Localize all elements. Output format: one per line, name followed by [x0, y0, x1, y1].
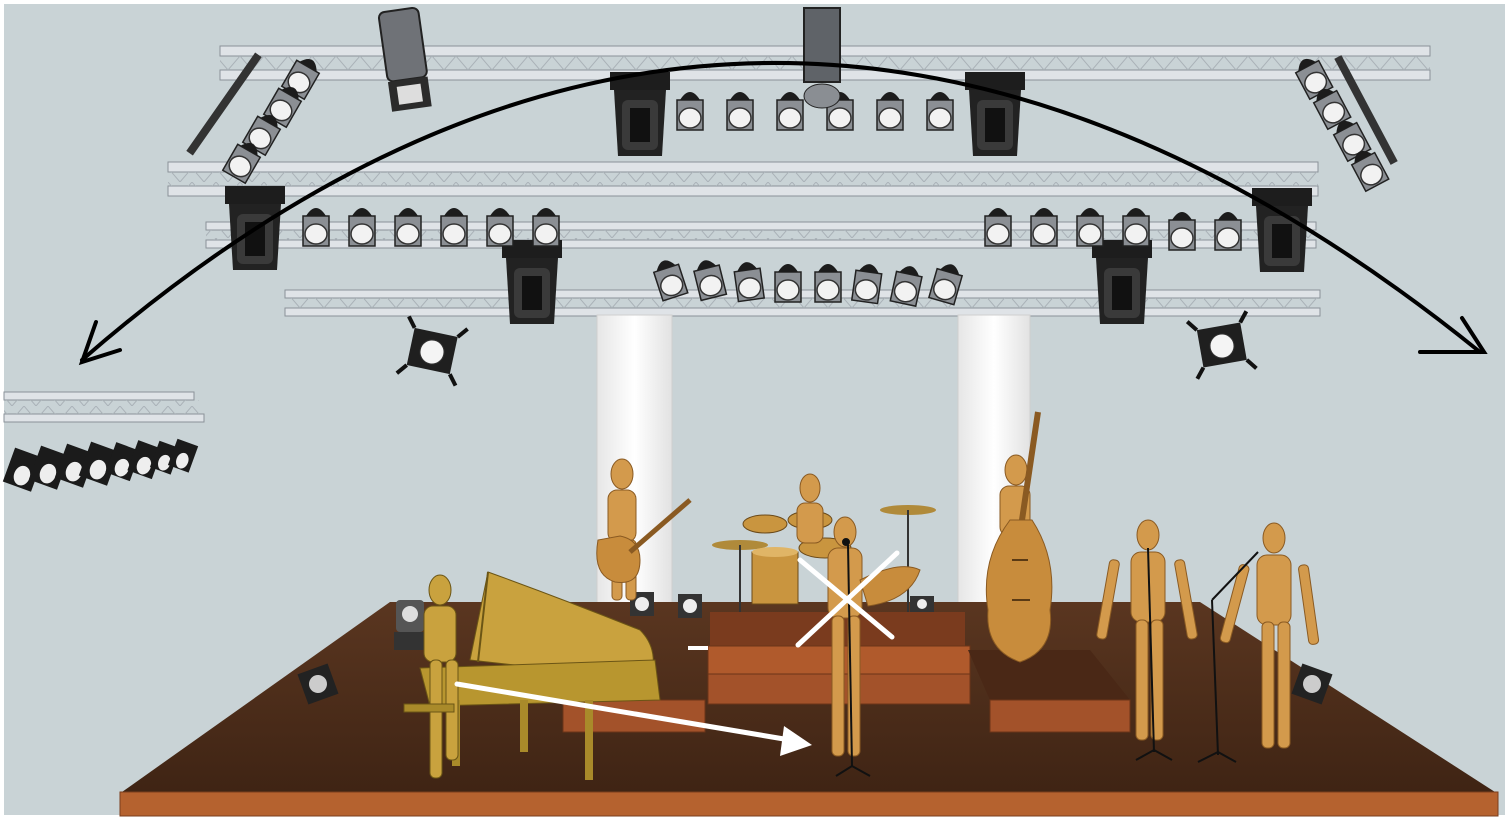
drummer-figure	[797, 474, 823, 543]
moving-head-light-icon	[1092, 240, 1152, 324]
followspot-icon	[804, 8, 840, 108]
moving-head-light-icon	[610, 72, 670, 156]
par-can-light-icon	[910, 596, 934, 612]
moving-head-light-icon	[502, 240, 562, 324]
par-can-light-icon	[678, 594, 702, 618]
truss-side-left	[4, 392, 204, 422]
stage-edge	[120, 792, 1498, 816]
truss-front	[285, 290, 1320, 316]
moving-head-light-icon	[394, 600, 426, 650]
